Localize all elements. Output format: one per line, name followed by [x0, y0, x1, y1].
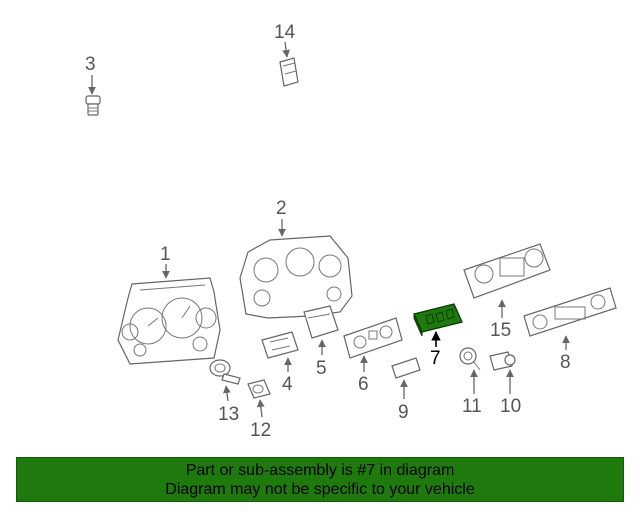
callout-1: 1	[160, 244, 171, 265]
leader-14	[282, 41, 290, 58]
part-3-bulb-socket[interactable]	[85, 95, 101, 116]
callout-4: 4	[282, 374, 293, 395]
callout-3: 3	[85, 54, 96, 75]
callout-9: 9	[398, 402, 409, 423]
callout-14: 14	[274, 22, 296, 43]
callout-15: 15	[490, 320, 511, 341]
parts-diagram: 14 3 1 2 4 5	[85, 22, 617, 441]
callout-2: 2	[276, 198, 287, 219]
part-13-socket[interactable]	[209, 359, 241, 385]
callout-12: 12	[250, 420, 271, 441]
part-4-switch[interactable]	[261, 331, 299, 359]
callout-6: 6	[358, 374, 369, 395]
part-14-connector[interactable]	[279, 57, 299, 87]
part-1-instrument-cluster[interactable]	[117, 277, 221, 365]
info-banner: Part or sub-assembly is #7 in diagram Di…	[16, 457, 624, 502]
part-11-outlet[interactable]	[459, 347, 481, 371]
part-10-plug[interactable]	[489, 351, 516, 371]
part-6-control-panel[interactable]	[343, 317, 403, 359]
callout-5: 5	[316, 358, 327, 379]
banner-line-part: Part or sub-assembly is #7 in diagram	[185, 461, 455, 479]
part-7-switch-module[interactable]	[413, 303, 463, 337]
leader-13	[223, 385, 231, 402]
callout-13: 13	[218, 404, 239, 425]
part-8-climate-panel[interactable]	[523, 287, 617, 337]
part-2-cluster-bezel[interactable]	[239, 235, 353, 319]
banner-line-disclaimer: Diagram may not be specific to your vehi…	[165, 480, 475, 498]
part-12-lighter[interactable]	[247, 379, 271, 399]
part-5-switch-housing[interactable]	[303, 305, 339, 339]
leader-12	[256, 399, 265, 418]
part-15-vent-panel[interactable]	[463, 243, 551, 299]
callout-10: 10	[500, 396, 521, 417]
callout-8: 8	[560, 352, 571, 373]
callout-7: 7	[430, 348, 441, 369]
callout-11: 11	[462, 396, 482, 417]
part-9-small-switch[interactable]	[391, 357, 421, 379]
